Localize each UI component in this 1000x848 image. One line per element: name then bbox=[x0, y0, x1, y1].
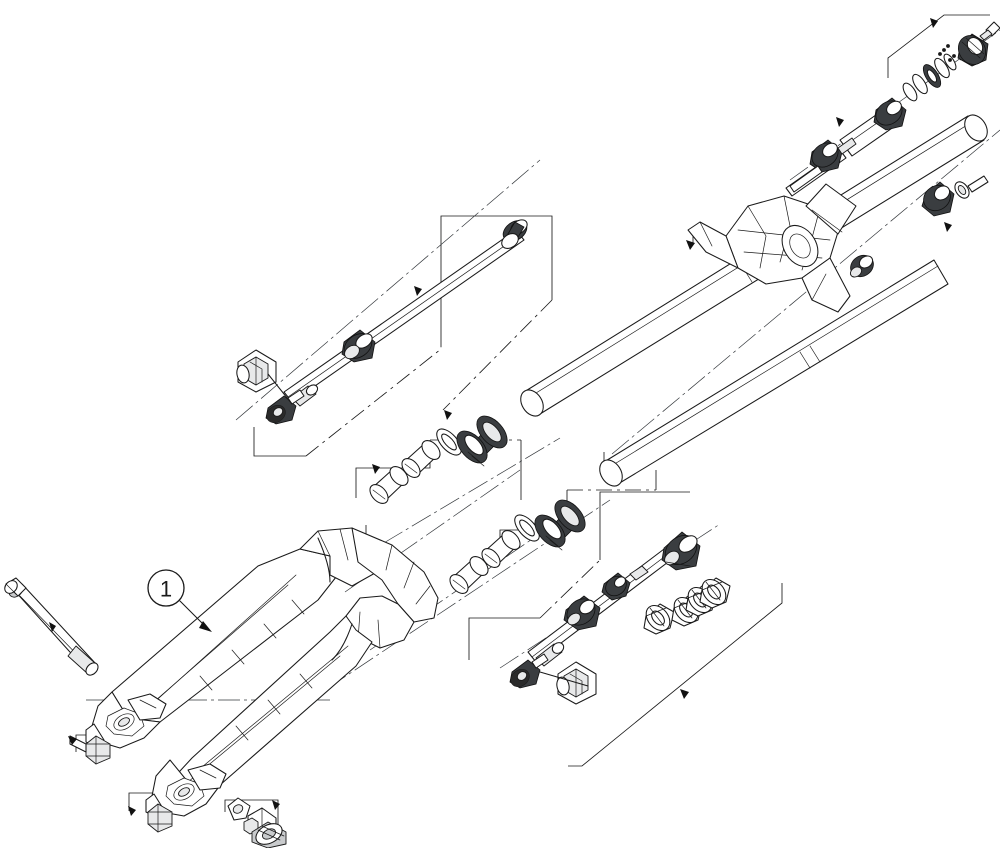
bushing-lower-b bbox=[481, 530, 521, 568]
callout-1[interactable]: 1 bbox=[147, 569, 185, 607]
upper-tubes bbox=[520, 114, 988, 487]
callout-leader bbox=[179, 600, 212, 632]
bushings-and-seals bbox=[369, 410, 586, 594]
air-spring-shaft bbox=[236, 219, 528, 425]
callout-1-circle[interactable] bbox=[147, 569, 185, 607]
thru-axle bbox=[4, 577, 99, 676]
bushing-lower-a bbox=[449, 556, 489, 594]
damper-shaft bbox=[509, 531, 701, 705]
lower-leg-casting bbox=[85, 527, 439, 819]
bushing-upper-b bbox=[401, 440, 441, 478]
valve-shim-stack bbox=[902, 18, 1000, 102]
crown-steerer bbox=[686, 183, 857, 313]
dust-seal-lower bbox=[534, 499, 586, 551]
dust-seal-upper bbox=[456, 415, 508, 467]
right-side-seals bbox=[849, 175, 989, 278]
token-1 bbox=[643, 603, 675, 635]
lower-hardware-left bbox=[68, 735, 287, 848]
foam-ring-lower bbox=[514, 514, 540, 542]
damper-cartridge-upper bbox=[785, 97, 907, 197]
foam-ring-upper bbox=[436, 428, 462, 456]
callout-1-label: 1 bbox=[160, 577, 172, 602]
token-4 bbox=[699, 577, 731, 609]
bottomless-tokens bbox=[643, 577, 731, 699]
